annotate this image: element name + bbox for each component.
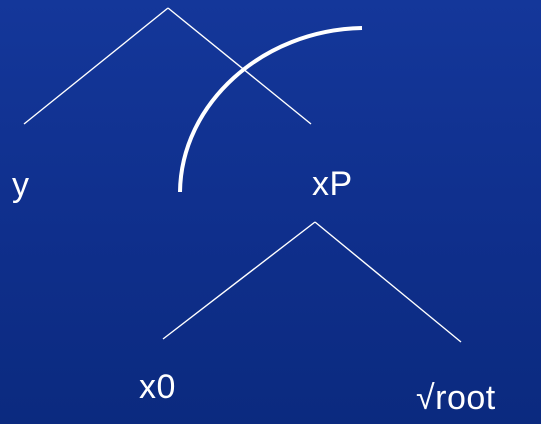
- branch-top-to-y: [23, 7, 169, 125]
- node-label-y: y: [12, 166, 30, 204]
- branch-xP-to-x0: [162, 221, 316, 340]
- node-label-xP: xP: [312, 165, 353, 203]
- node-label-x0: x0: [139, 368, 176, 406]
- branch-xP-to-root: [314, 221, 462, 343]
- movement-arc: [178, 26, 363, 193]
- node-label-root: √root: [416, 379, 496, 417]
- branch-top-to-xP: [167, 7, 312, 125]
